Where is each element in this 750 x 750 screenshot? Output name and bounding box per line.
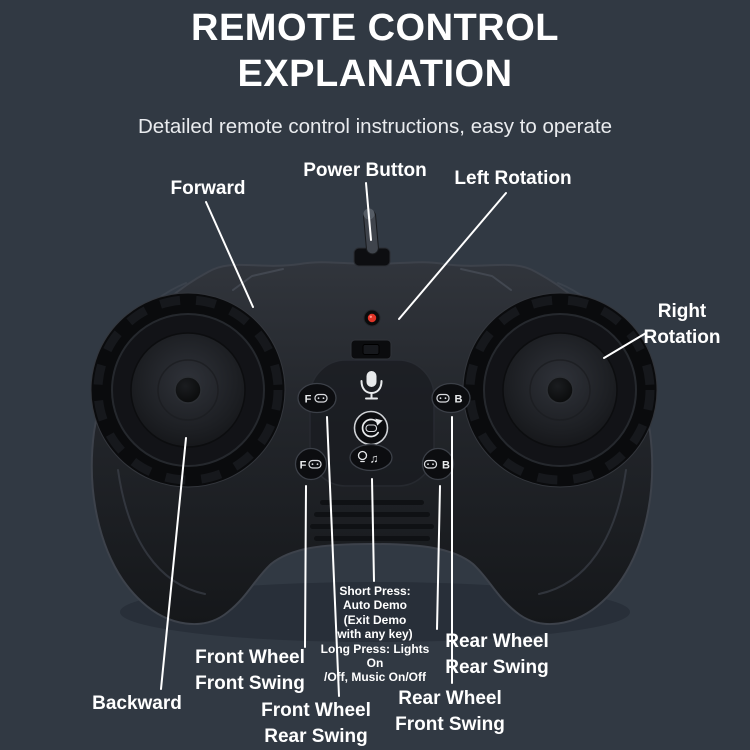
callout-power-button: Power Button <box>303 160 427 181</box>
lights-music-button: ♫ <box>349 443 393 472</box>
page-subtitle: Detailed remote control instructions, ea… <box>137 115 613 138</box>
gamepad-icon <box>423 459 438 469</box>
power-line <box>365 182 372 241</box>
callout-lines <box>160 182 647 697</box>
rear-swing-lower-button: B <box>421 447 455 481</box>
music-note-icon: ♫ <box>370 452 379 466</box>
rear-wheel-rear-swing-line <box>436 485 441 630</box>
power-toggle <box>353 208 391 267</box>
left-rotation-line <box>398 192 507 320</box>
front-wheel-front-swing-line <box>304 485 307 648</box>
callout-demo-note: Short Press: Auto Demo (Exit Demo with a… <box>320 584 430 685</box>
led-indicator <box>363 309 381 327</box>
center-note-line <box>371 478 375 582</box>
callout-right-rotation: Right Rotation <box>643 301 721 348</box>
right-wheel <box>463 293 657 487</box>
callout-forward: Forward <box>170 178 246 199</box>
right-rotation-line <box>603 332 647 359</box>
callout-rear-wheel-front-swing: Rear Wheel Front Swing <box>395 688 505 735</box>
callout-front-wheel-rear-swing: Front Wheel Rear Swing <box>261 700 371 747</box>
microphone-icon <box>360 371 383 400</box>
demo-rotate-button <box>353 410 389 446</box>
svg-text:F: F <box>305 394 312 406</box>
slide-switch <box>350 339 392 360</box>
left-wheel <box>91 293 285 487</box>
front-wheel-rear-swing-line <box>326 416 340 697</box>
front-swing-lower-button: F <box>294 447 328 481</box>
svg-text:F: F <box>300 460 307 472</box>
callout-front-wheel-front-swing: Front Wheel Front Swing <box>195 647 305 694</box>
backward-line <box>160 437 187 690</box>
page-title: REMOTE CONTROL EXPLANATION <box>191 7 559 95</box>
svg-text:B: B <box>455 394 463 406</box>
front-swing-upper-button: F <box>297 382 337 414</box>
light-bulb-icon <box>357 450 368 463</box>
callout-rear-wheel-rear-swing: Rear Wheel Rear Swing <box>445 631 549 678</box>
gamepad-icon <box>314 393 328 403</box>
callout-backward: Backward <box>92 693 182 714</box>
rear-swing-upper-button: B <box>431 382 471 414</box>
gamepad-icon <box>436 393 450 403</box>
forward-line <box>205 201 254 308</box>
gamepad-icon <box>308 459 322 469</box>
callout-left-rotation: Left Rotation <box>454 168 572 189</box>
rotate-arrow-icon <box>361 418 380 438</box>
svg-text:B: B <box>442 460 450 472</box>
